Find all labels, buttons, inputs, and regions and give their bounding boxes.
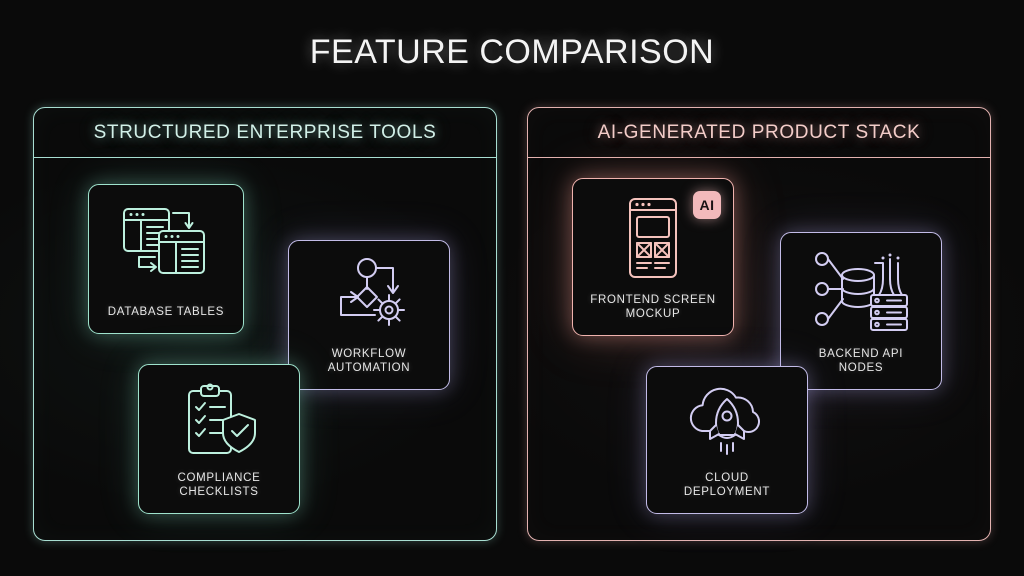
workflow-gear-icon: [323, 257, 415, 335]
ai-badge: AI: [693, 191, 721, 219]
database-tables-icon: [117, 201, 215, 281]
panel-left-header: STRUCTURED ENTERPRISE TOOLS: [34, 108, 496, 158]
card-frontend-screen-mockup[interactable]: AI FRONT: [572, 178, 743, 345]
card-label: BACKEND API NODES: [818, 348, 904, 374]
card-backend-api-nodes[interactable]: BACKEND API NODES: [780, 232, 951, 399]
card-label: WORKFLOW AUTOMATION: [327, 348, 411, 374]
clipboard-shield-icon: [177, 381, 261, 461]
cloud-rocket-icon: [680, 383, 774, 461]
card-workflow-automation[interactable]: WORKFLOW AUTOMATION: [288, 240, 459, 399]
panel-right-body: AI FRONT: [528, 158, 990, 540]
panel-ai-generated-product-stack: AI-GENERATED PRODUCT STACK AI: [527, 107, 991, 541]
card-compliance-checklists[interactable]: COMPLIANCE CHECKLISTS: [138, 364, 309, 523]
card-label: CLOUD DEPLOYMENT: [683, 472, 771, 498]
page-title: FEATURE COMPARISON: [309, 33, 715, 71]
panel-structured-enterprise-tools: STRUCTURED ENTERPRISE TOOLS: [33, 107, 497, 541]
card-label: COMPLIANCE CHECKLISTS: [177, 472, 261, 498]
panel-right-header: AI-GENERATED PRODUCT STACK: [528, 108, 990, 158]
card-cloud-deployment[interactable]: CLOUD DEPLOYMENT: [646, 366, 817, 523]
card-label: DATABASE TABLES: [107, 306, 225, 318]
wireframe-mockup-icon: [622, 195, 684, 281]
card-database-tables[interactable]: DATABASE TABLES: [88, 184, 253, 343]
panel-left-body: DATABASE TABLES WORKFLOW AUTOMATION: [34, 158, 496, 540]
card-label: FRONTEND SCREEN MOCKUP: [590, 294, 716, 320]
database-server-nodes-icon: [813, 249, 909, 333]
